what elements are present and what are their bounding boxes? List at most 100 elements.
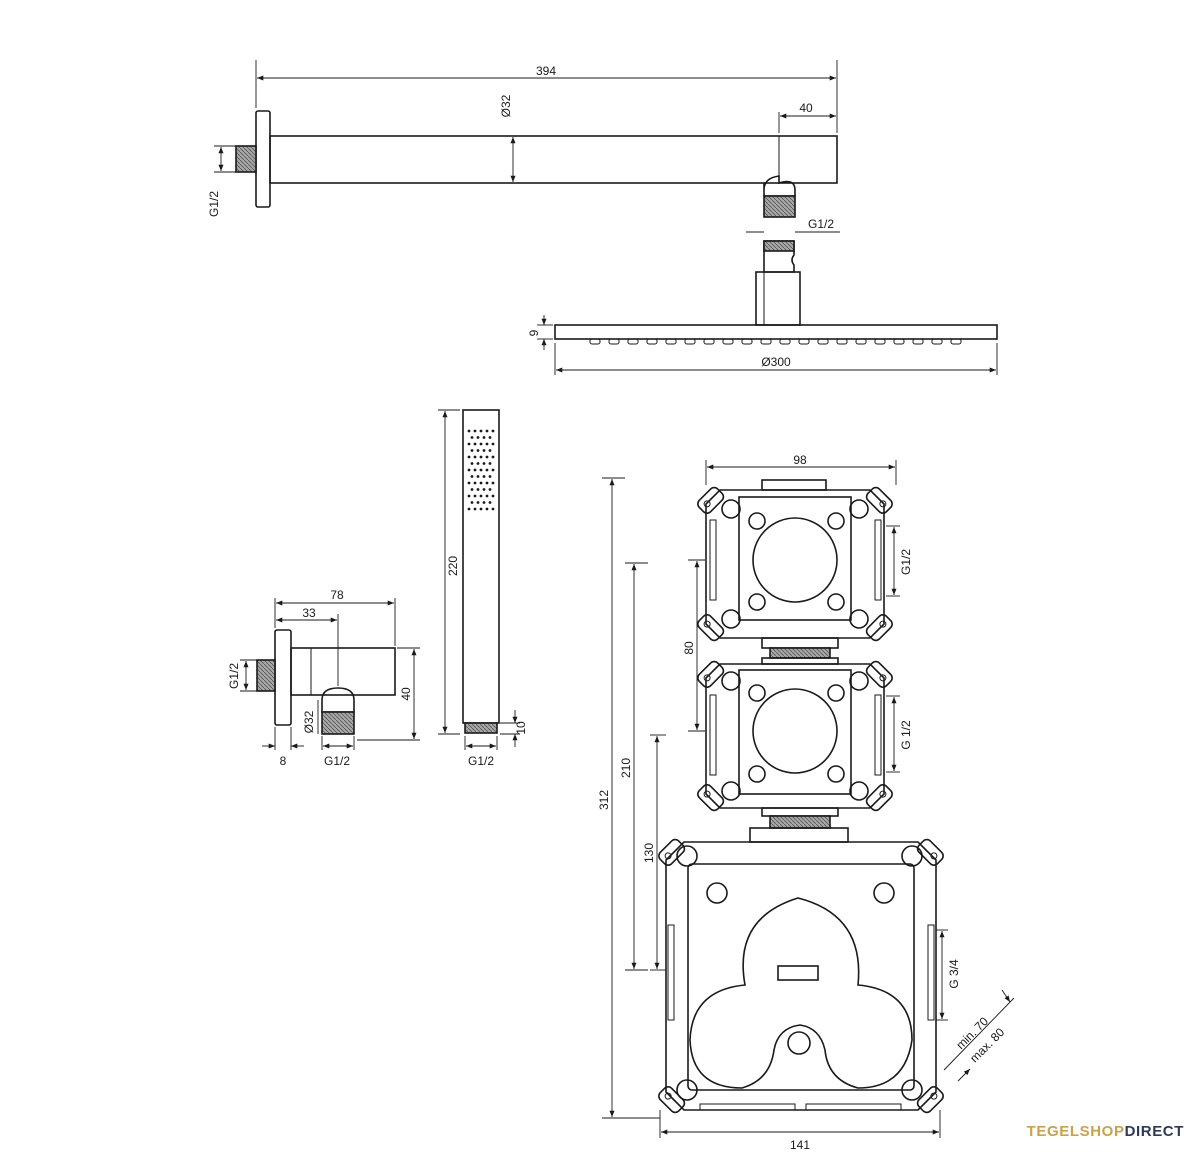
nozzle xyxy=(798,338,810,345)
dim-arm-head-thread: G1/2 xyxy=(808,217,834,231)
dim-elbow-total: 78 xyxy=(330,588,344,602)
elbow-outlet-thread xyxy=(321,711,355,735)
nozzle xyxy=(665,338,677,345)
hand-nozzle xyxy=(485,481,489,485)
shower-head xyxy=(554,240,998,345)
nozzle xyxy=(627,338,639,345)
hand-nozzle xyxy=(479,455,483,459)
arm-head-thread xyxy=(763,195,796,218)
nozzle xyxy=(741,338,753,345)
dim-box-h1: 210 xyxy=(619,758,633,778)
hand-nozzle xyxy=(467,468,471,472)
dim-elbow-wall-thread: G1/2 xyxy=(227,663,241,689)
hand-nozzle xyxy=(467,442,471,446)
dim-elbow-offset: 33 xyxy=(302,606,316,620)
hand-nozzle xyxy=(488,449,492,452)
head-dimensions xyxy=(537,315,998,375)
shower-arm xyxy=(235,110,838,218)
module-main-mounting-ears xyxy=(658,838,944,1114)
brand-logo: TEGELSHOPDIRECT xyxy=(1027,1123,1184,1140)
nozzle xyxy=(874,338,886,345)
hand-nozzle xyxy=(470,501,474,504)
hand-shower xyxy=(462,409,500,734)
hand-nozzle xyxy=(491,494,495,498)
nozzle xyxy=(684,338,696,345)
elbow-wall-thread xyxy=(256,659,276,692)
hand-nozzle xyxy=(485,442,489,446)
hand-dimensions xyxy=(438,409,520,750)
hand-nozzle xyxy=(485,455,489,459)
hand-nozzle xyxy=(470,488,474,491)
hand-nozzle xyxy=(485,507,489,511)
module-middle-mounting-ears xyxy=(697,660,893,812)
hand-nozzle xyxy=(473,507,477,511)
nozzle xyxy=(893,338,905,345)
hand-nozzle xyxy=(482,488,486,491)
dim-arm-elbow-offset: 40 xyxy=(799,101,813,115)
hand-nozzle xyxy=(479,442,483,446)
hand-nozzle xyxy=(482,475,486,478)
dim-box-total: 312 xyxy=(597,790,611,810)
hand-nozzle xyxy=(467,429,471,433)
dim-hand-thread: G1/2 xyxy=(468,754,494,768)
hand-nozzle xyxy=(476,462,480,465)
hand-nozzle xyxy=(476,501,480,504)
arm-elbow xyxy=(763,175,796,197)
hand-nozzle xyxy=(488,436,492,439)
dim-head-thickness: 9 xyxy=(527,329,541,336)
hand-nozzle xyxy=(473,442,477,446)
logo-part-1: TEGELSHOP xyxy=(1026,1123,1125,1140)
dim-arm-length: 394 xyxy=(536,64,556,78)
dim-elbow-diameter: Ø32 xyxy=(302,710,316,733)
arm-tube xyxy=(269,135,838,184)
hand-nozzle xyxy=(470,449,474,452)
logo-part-2: DIRECT xyxy=(1124,1123,1184,1140)
hand-nozzle xyxy=(482,462,486,465)
hand-nozzle xyxy=(482,501,486,504)
hand-nozzle xyxy=(476,436,480,439)
hand-nozzle xyxy=(479,468,483,472)
hand-nozzle xyxy=(473,494,477,498)
elbow-body xyxy=(290,647,396,696)
nozzle xyxy=(855,338,867,345)
nozzle xyxy=(760,338,772,345)
dim-box-thread-1: G1/2 xyxy=(899,549,913,575)
arm-wall-thread xyxy=(235,145,257,173)
dim-elbow-flange: 8 xyxy=(280,754,287,768)
hand-nozzle xyxy=(470,462,474,465)
hand-nozzle xyxy=(467,481,471,485)
nozzle xyxy=(836,338,848,345)
nozzle xyxy=(931,338,943,345)
hand-nozzle xyxy=(488,488,492,491)
hand-nozzle xyxy=(491,442,495,446)
nozzle xyxy=(608,338,620,345)
nozzle xyxy=(950,338,962,345)
hand-nozzle xyxy=(488,462,492,465)
nozzle xyxy=(912,338,924,345)
hand-nozzle xyxy=(479,429,483,433)
nozzle xyxy=(589,338,601,345)
elbow-flange xyxy=(274,629,292,726)
hand-nozzle xyxy=(476,488,480,491)
hand-nozzle xyxy=(467,507,471,511)
nozzle xyxy=(703,338,715,345)
hand-nozzle xyxy=(473,481,477,485)
dim-box-width-top: 98 xyxy=(793,453,807,467)
hand-nozzle xyxy=(482,449,486,452)
hand-nozzle xyxy=(476,475,480,478)
hand-nozzle xyxy=(473,468,477,472)
dim-box-width-bottom: 141 xyxy=(790,1138,810,1152)
dim-hand-length: 220 xyxy=(446,556,460,576)
hand-shower-nozzles xyxy=(467,429,495,511)
hand-nozzle xyxy=(488,501,492,504)
hand-nozzle xyxy=(491,481,495,485)
hand-nozzle xyxy=(491,455,495,459)
wall-elbow xyxy=(256,629,396,735)
dim-head-diameter: Ø300 xyxy=(761,355,791,369)
hand-nozzle xyxy=(491,429,495,433)
hand-nozzle xyxy=(485,494,489,498)
hand-nozzle xyxy=(479,507,483,511)
hand-nozzle xyxy=(470,475,474,478)
hand-nozzle xyxy=(470,436,474,439)
